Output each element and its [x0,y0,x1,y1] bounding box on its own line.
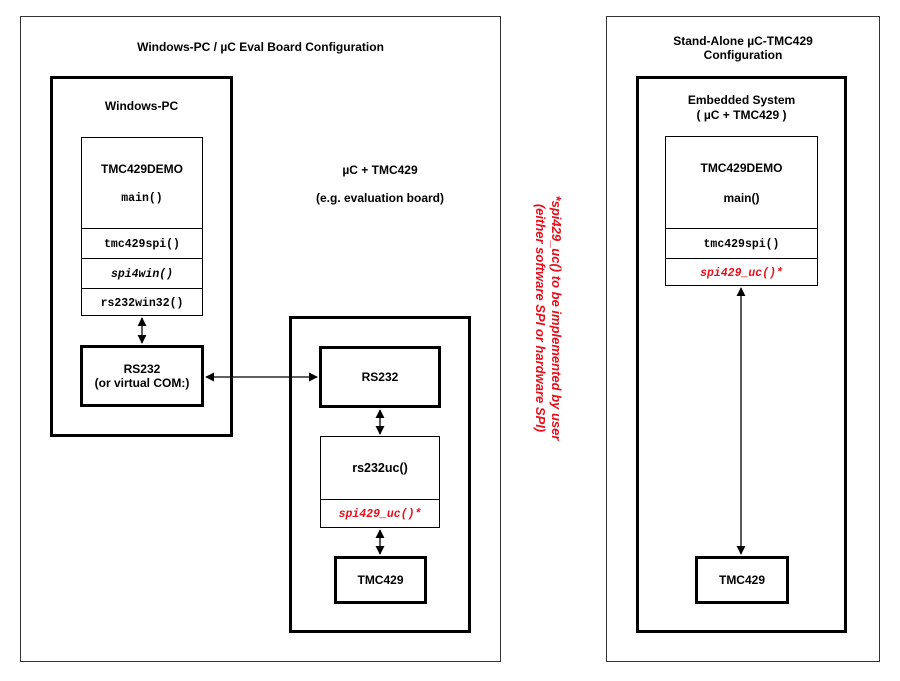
embedded-app-title: TMC429DEMO [700,161,783,175]
embedded-layer-tmc429spi: tmc429spi() [666,228,817,259]
right-panel-title: Stand-Alone µC-TMC429 [673,34,813,48]
eval-tmc429-label: TMC429 [357,573,404,587]
embedded-system-subtitle: ( µC + TMC429 ) [696,108,787,122]
app-main: main() [121,192,163,205]
windows-pc-box [50,76,233,437]
embedded-layer-spi429-uc: spi429_uc()* [666,258,817,287]
embedded-system-title: Embedded System [687,93,796,107]
pc-rs232-label: RS232 [123,362,161,376]
eval-software-stack: rs232uc() spi429_uc()* [320,436,440,528]
windows-pc-title: Windows-PC [104,99,179,113]
pc-rs232-sublabel: (or virtual COM:) [94,376,190,390]
app-title: TMC429DEMO [100,162,183,176]
embedded-system-box [636,76,847,633]
embedded-tmc429-label: TMC429 [718,573,765,587]
eval-rs232-box: RS232 [319,346,441,408]
layer-rs232win32: rs232win32() [82,288,202,317]
right-configuration-panel [606,16,880,662]
layer-spi4win: spi4win() [82,258,202,289]
embedded-tmc429-box: TMC429 [695,556,789,604]
pc-rs232-box: RS232 (or virtual COM:) [80,345,204,407]
eval-board-box [289,316,471,633]
right-panel-subtitle: Configuration [703,48,783,62]
left-configuration-panel [20,16,501,662]
uc-tmc429-sublabel: (e.g. evaluation board) [315,191,444,205]
embedded-app-main: main() [723,191,760,205]
left-panel-title: Windows-PC / µC Eval Board Configuration [137,40,384,54]
eval-spi429-uc-layer: spi429_uc()* [321,499,439,529]
rs232uc-label: rs232uc() [352,461,408,475]
eval-tmc429-box: TMC429 [334,556,427,604]
embedded-software-stack: TMC429DEMO main() tmc429spi() spi429_uc(… [665,136,818,286]
eval-rs232-label: RS232 [361,370,399,384]
windows-software-stack: TMC429DEMO main() tmc429spi() spi4win() … [81,137,203,316]
layer-tmc429spi: tmc429spi() [82,228,202,259]
uc-tmc429-label: µC + TMC429 [342,163,418,177]
